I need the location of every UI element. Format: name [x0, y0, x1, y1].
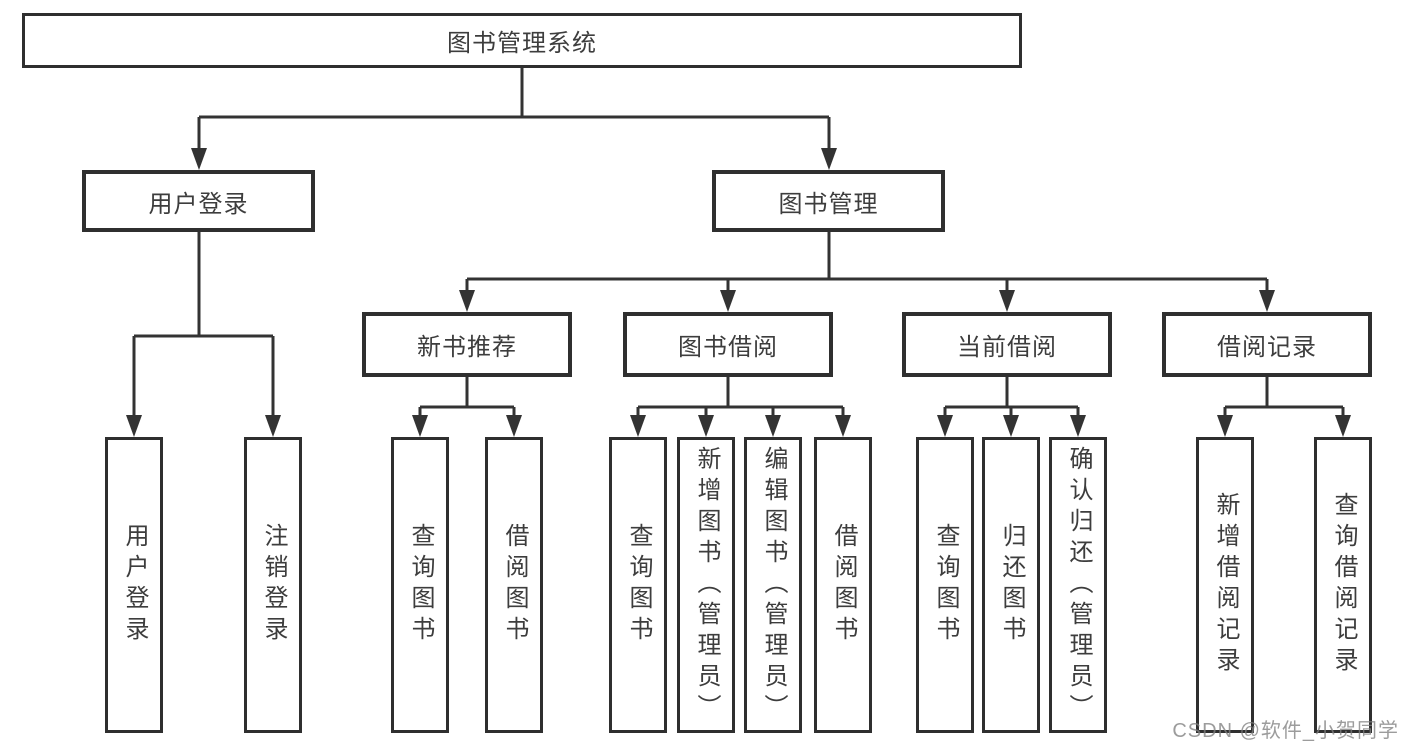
- leaf-query-book-1-label: 查询图书: [407, 523, 434, 647]
- leaf-logout: 注销登录: [244, 437, 302, 733]
- node-borrow-records-label: 借阅记录: [1217, 334, 1317, 361]
- leaf-user-login-label: 用户登录: [121, 523, 148, 647]
- leaf-borrow-book-1: 借阅图书: [485, 437, 543, 733]
- node-new-book-recommend: 新书推荐: [362, 312, 572, 377]
- leaf-return-book: 归还图书: [982, 437, 1040, 733]
- node-current-borrow: 当前借阅: [902, 312, 1112, 377]
- leaf-confirm-return-admin: 确认归还（管理员）: [1049, 437, 1107, 733]
- csdn-watermark: CSDN @软件_小贺同学: [1172, 720, 1399, 742]
- leaf-edit-book-admin-label: 编辑图书（管理员）: [760, 445, 787, 725]
- leaf-query-book-3: 查询图书: [916, 437, 974, 733]
- leaf-add-borrow-record: 新增借阅记录: [1196, 437, 1254, 733]
- leaf-query-book-1: 查询图书: [391, 437, 449, 733]
- node-root-system: 图书管理系统: [22, 13, 1022, 68]
- leaf-query-borrow-record: 查询借阅记录: [1314, 437, 1372, 733]
- leaf-borrow-book-2: 借阅图书: [814, 437, 872, 733]
- node-book-management: 图书管理: [712, 170, 945, 232]
- leaf-borrow-book-1-label: 借阅图书: [501, 523, 528, 647]
- leaf-add-book-admin: 新增图书（管理员）: [677, 437, 735, 733]
- leaf-edit-book-admin: 编辑图书（管理员）: [744, 437, 802, 733]
- leaf-query-book-2-label: 查询图书: [625, 523, 652, 647]
- node-user-login: 用户登录: [82, 170, 315, 232]
- node-user-login-label: 用户登录: [148, 190, 249, 218]
- leaf-query-book-3-label: 查询图书: [932, 523, 959, 647]
- node-borrow-records: 借阅记录: [1162, 312, 1372, 377]
- leaf-add-borrow-record-label: 新增借阅记录: [1212, 492, 1239, 678]
- node-new-book-recommend-label: 新书推荐: [417, 334, 517, 361]
- node-root-label: 图书管理系统: [447, 30, 597, 57]
- leaf-add-book-admin-label: 新增图书（管理员）: [693, 445, 720, 725]
- leaf-borrow-book-2-label: 借阅图书: [830, 523, 857, 647]
- node-book-management-label: 图书管理: [778, 190, 879, 218]
- leaf-user-login: 用户登录: [105, 437, 163, 733]
- node-book-borrow-label: 图书借阅: [678, 334, 778, 361]
- leaf-logout-label: 注销登录: [260, 523, 287, 647]
- leaf-query-borrow-record-label: 查询借阅记录: [1330, 492, 1357, 678]
- leaf-confirm-return-admin-label: 确认归还（管理员）: [1065, 445, 1092, 725]
- node-book-borrow: 图书借阅: [623, 312, 833, 377]
- node-current-borrow-label: 当前借阅: [957, 334, 1057, 361]
- leaf-query-book-2: 查询图书: [609, 437, 667, 733]
- leaf-return-book-label: 归还图书: [998, 523, 1025, 647]
